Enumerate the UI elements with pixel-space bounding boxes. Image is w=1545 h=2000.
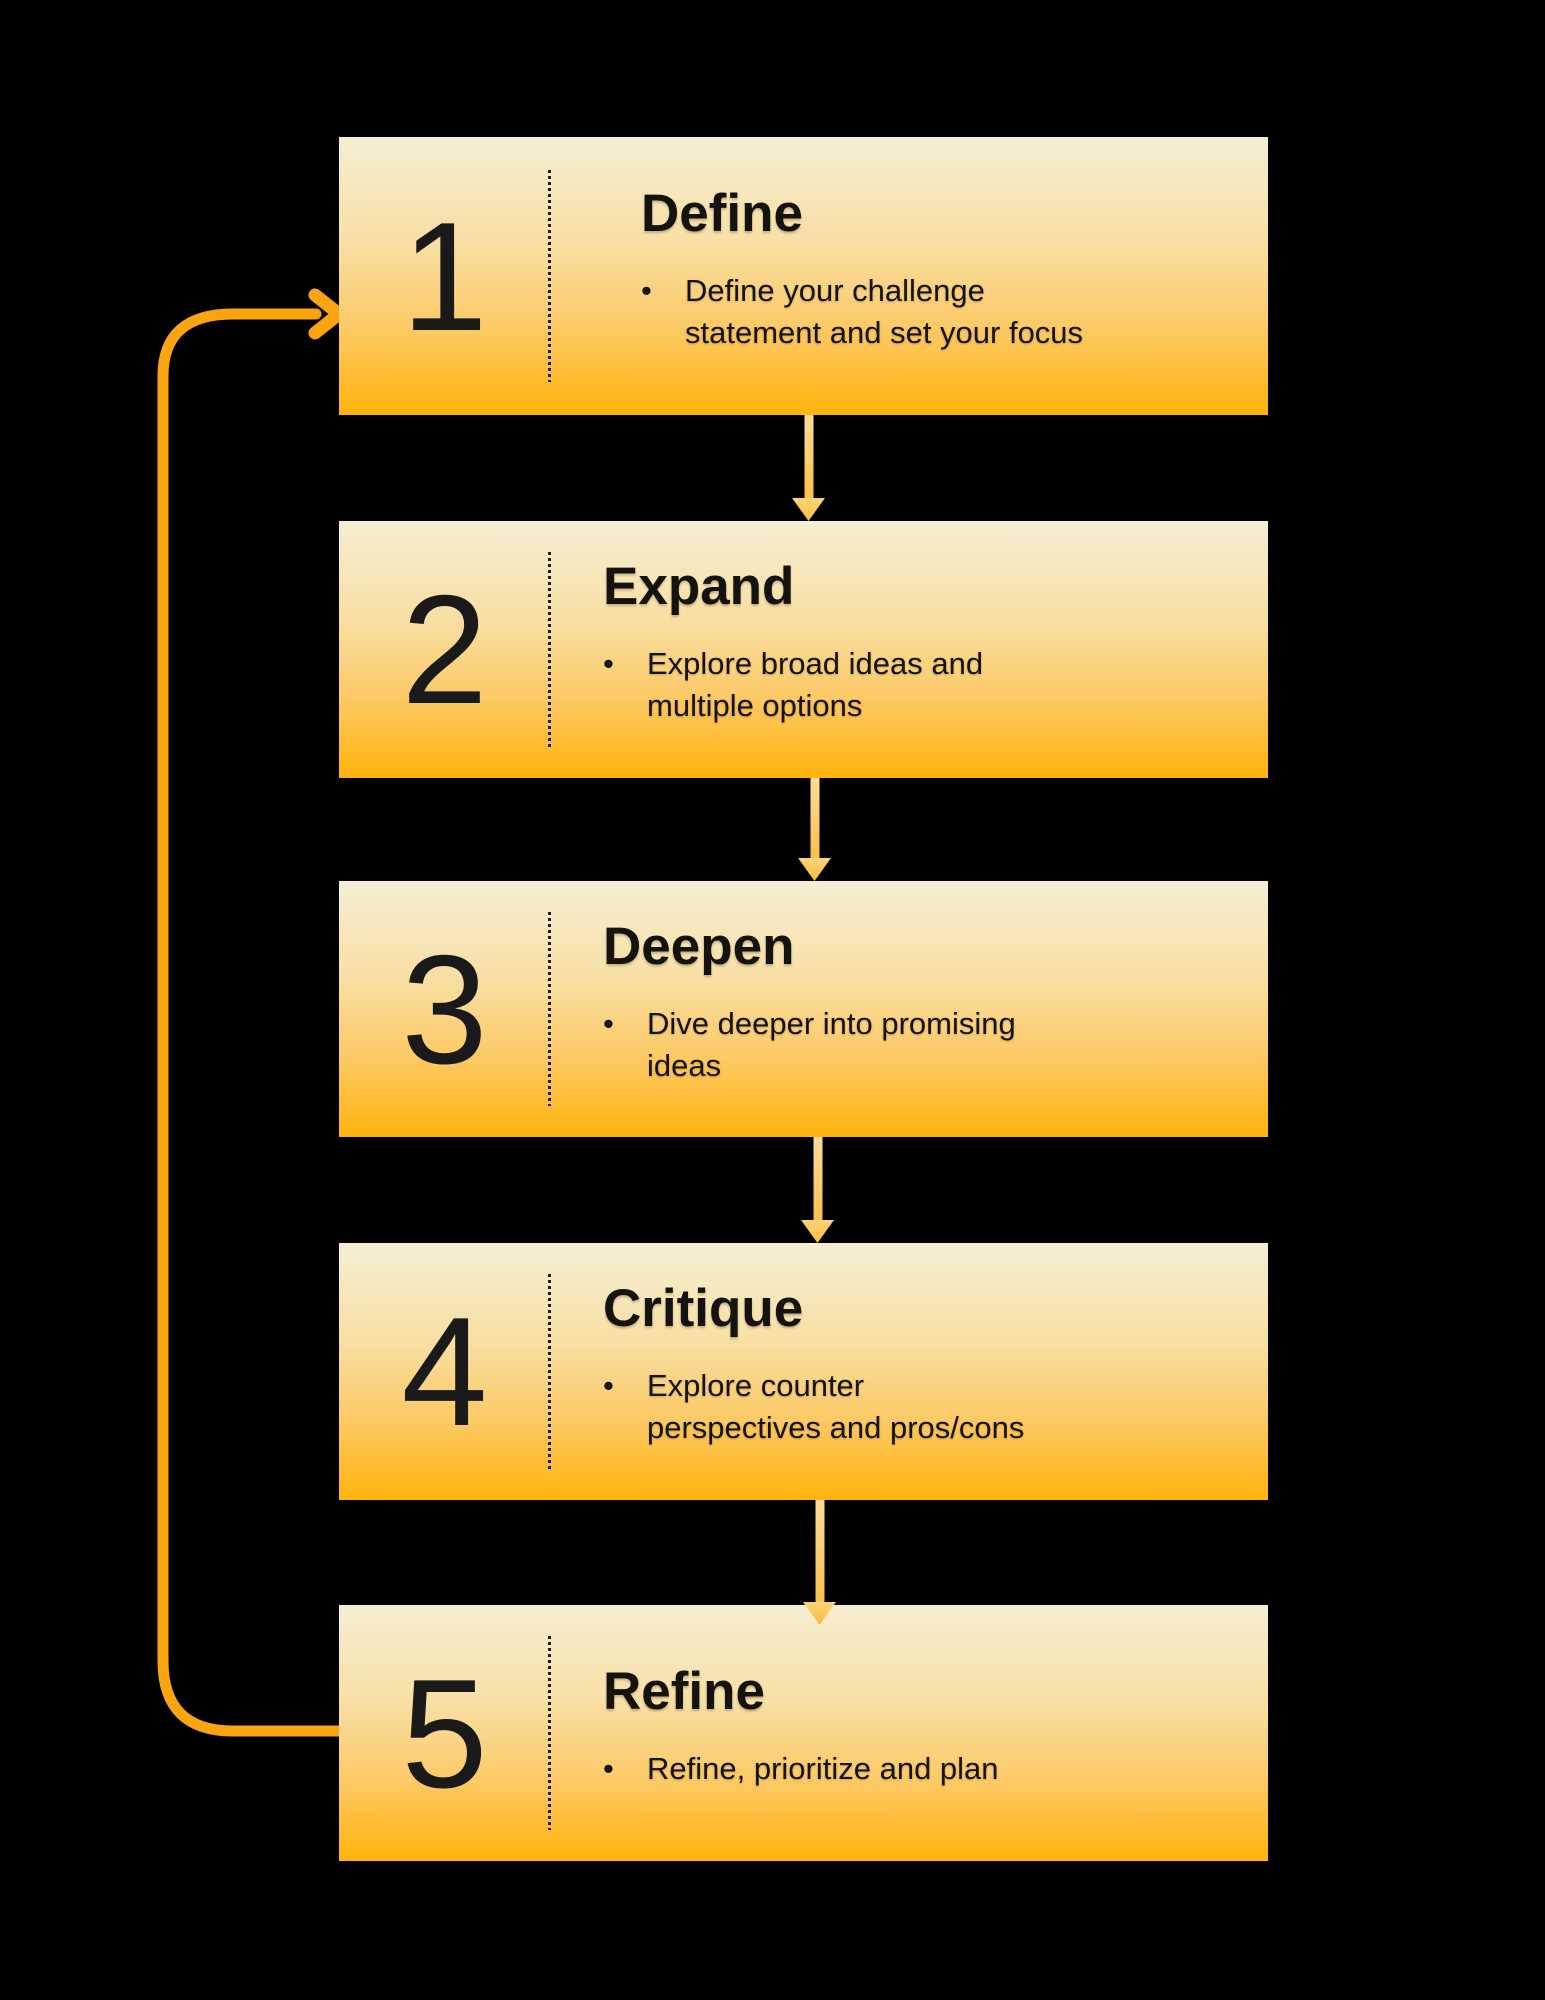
step-title: Expand bbox=[603, 557, 795, 616]
step-number: 4 bbox=[401, 1285, 487, 1458]
step-number: 2 bbox=[401, 563, 487, 736]
down-arrow-line bbox=[813, 1137, 822, 1221]
bullet-dot: • bbox=[603, 1005, 614, 1041]
down-arrow-icon bbox=[801, 1137, 834, 1243]
dotted-divider bbox=[548, 911, 551, 1107]
step-bullet: • Explore counter perspectives and pros/… bbox=[603, 1365, 1228, 1449]
step-box-define: 1 Define • Define your challenge stateme… bbox=[339, 137, 1268, 415]
bullet-dot: • bbox=[603, 646, 614, 681]
step-title: Refine bbox=[603, 1661, 765, 1721]
step-bullet: • Dive deeper into promising ideas bbox=[603, 1003, 1228, 1087]
step-text-column: Refine • Refine, prioritize and plan bbox=[551, 1605, 1268, 1861]
bullet-text: Refine, prioritize and plan bbox=[647, 1750, 999, 1786]
step-title: Deepen bbox=[603, 916, 795, 976]
step-box-deepen: 3 Deepen • Dive deeper into promising id… bbox=[339, 881, 1268, 1137]
down-arrow-icon bbox=[798, 778, 831, 881]
dotted-divider bbox=[548, 1273, 551, 1470]
down-arrow-icon bbox=[803, 1500, 836, 1625]
step-number: 1 bbox=[401, 189, 487, 363]
down-arrow-icon bbox=[792, 415, 825, 521]
step-box-expand: 2 Expand • Explore broad ideas and multi… bbox=[339, 521, 1268, 778]
bullet-text: Define your challenge statement and set … bbox=[685, 272, 1084, 350]
bullet-text: Explore broad ideas and multiple options bbox=[647, 646, 984, 723]
bullet-dot: • bbox=[603, 1750, 614, 1786]
down-arrow-line bbox=[815, 1500, 824, 1603]
down-arrow-head bbox=[798, 858, 831, 881]
down-arrow-head bbox=[792, 498, 825, 521]
dotted-divider bbox=[548, 551, 551, 748]
step-number: 5 bbox=[401, 1646, 487, 1820]
down-arrow-line bbox=[810, 778, 819, 859]
step-text-column: Critique • Explore counter perspectives … bbox=[551, 1243, 1268, 1500]
bullet-dot: • bbox=[603, 1368, 614, 1403]
step-bullet: • Refine, prioritize and plan bbox=[603, 1748, 1228, 1790]
bullet-text: Dive deeper into promising ideas bbox=[647, 1005, 1016, 1083]
step-box-critique: 4 Critique • Explore counter perspective… bbox=[339, 1243, 1268, 1500]
step-number-column: 2 bbox=[339, 521, 548, 778]
dotted-divider bbox=[548, 1635, 551, 1831]
bullet-dot: • bbox=[641, 272, 652, 308]
step-number-column: 3 bbox=[339, 881, 548, 1137]
step-text-column: Expand • Explore broad ideas and multipl… bbox=[551, 521, 1268, 778]
step-number-column: 4 bbox=[339, 1243, 548, 1500]
step-bullet: • Define your challenge statement and se… bbox=[641, 270, 1228, 354]
step-box-refine: 5 Refine • Refine, prioritize and plan bbox=[339, 1605, 1268, 1861]
step-number-column: 5 bbox=[339, 1605, 548, 1861]
down-arrow-line bbox=[804, 415, 813, 499]
step-text-column: Define • Define your challenge statement… bbox=[551, 137, 1268, 415]
step-number-column: 1 bbox=[339, 137, 548, 415]
dotted-divider bbox=[548, 170, 551, 382]
down-arrow-head bbox=[801, 1220, 834, 1243]
step-title: Define bbox=[641, 183, 803, 243]
step-bullet: • Explore broad ideas and multiple optio… bbox=[603, 643, 1228, 727]
down-arrow-head bbox=[803, 1602, 836, 1625]
bullet-text: Explore counter perspectives and pros/co… bbox=[647, 1368, 1025, 1445]
step-text-column: Deepen • Dive deeper into promising idea… bbox=[551, 881, 1268, 1137]
step-title: Critique bbox=[603, 1279, 804, 1338]
step-number: 3 bbox=[401, 922, 487, 1096]
